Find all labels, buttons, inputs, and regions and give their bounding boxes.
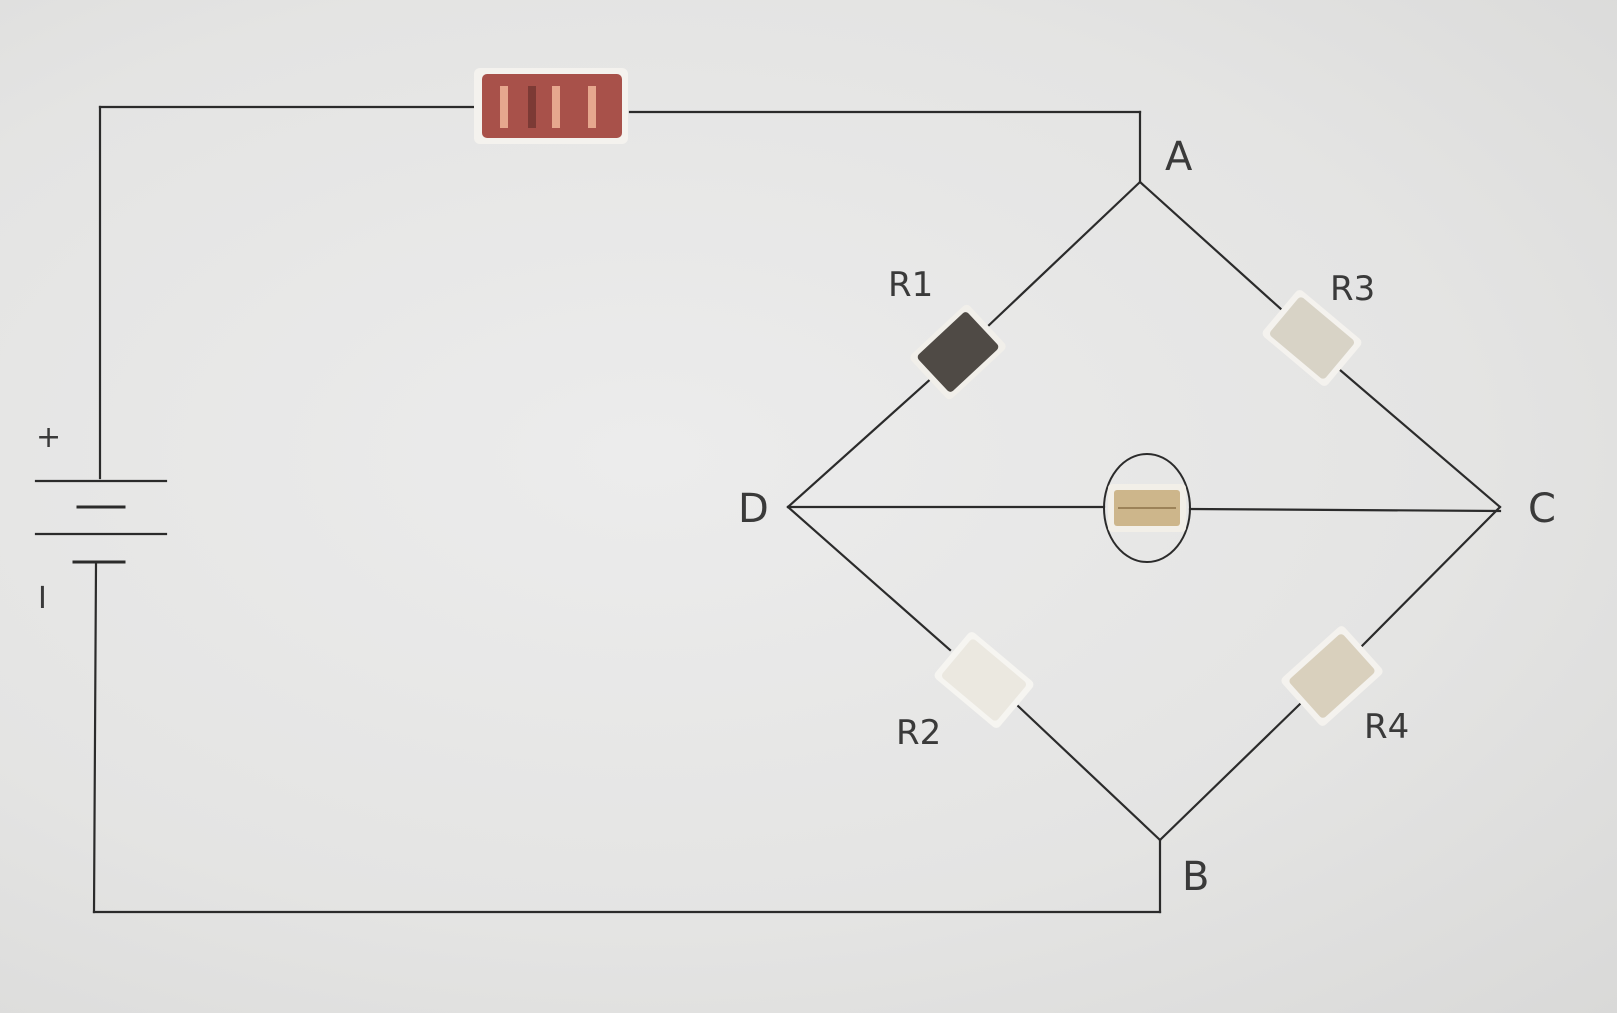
resistor-r3-label: R3 bbox=[1330, 269, 1375, 309]
wire-r3-to-c bbox=[1338, 368, 1502, 509]
wire-c-to-r4 bbox=[1360, 505, 1502, 648]
resistor-r4-body bbox=[1289, 634, 1375, 718]
outer-circuit-wires bbox=[92, 105, 1162, 914]
galvanometer bbox=[1103, 453, 1191, 563]
resistor-r2 bbox=[934, 632, 1034, 728]
wire-d-to-r2 bbox=[786, 505, 952, 652]
node-a-label: A bbox=[1165, 134, 1193, 180]
series-resistor-band-4 bbox=[588, 86, 596, 128]
wire-a-to-r1 bbox=[984, 180, 1142, 330]
resistor-r4 bbox=[1281, 626, 1383, 726]
series-resistor-band-2 bbox=[528, 86, 536, 128]
wire-r1-to-d bbox=[786, 374, 936, 509]
resistor-r3-body bbox=[1269, 297, 1355, 379]
bridge-wires bbox=[786, 180, 1502, 842]
wire-r2-to-b bbox=[1016, 704, 1162, 842]
wire-a-to-r3 bbox=[1138, 180, 1284, 312]
battery-negative-sign: I bbox=[38, 581, 47, 616]
wire-left-lower bbox=[92, 562, 98, 914]
node-b-label: B bbox=[1182, 854, 1209, 900]
wire-galvanometer-to-c bbox=[1188, 507, 1502, 513]
resistor-r1-body bbox=[917, 312, 999, 392]
node-d-label: D bbox=[738, 486, 769, 532]
battery-symbol: + I bbox=[34, 420, 168, 616]
resistor-r2-label: R2 bbox=[896, 713, 941, 753]
series-resistor-band-1 bbox=[500, 86, 508, 128]
resistor-r2-body bbox=[941, 639, 1027, 721]
series-resistor-band-3 bbox=[552, 86, 560, 128]
series-resistor bbox=[474, 68, 628, 144]
node-c-label: C bbox=[1528, 486, 1556, 532]
resistor-r4-label: R4 bbox=[1364, 707, 1409, 747]
wire-r4-to-b bbox=[1158, 702, 1302, 842]
galvanometer-circle bbox=[1103, 453, 1191, 563]
battery-positive-sign: + bbox=[36, 420, 61, 455]
resistor-r3 bbox=[1262, 290, 1362, 386]
resistor-r1-label: R1 bbox=[888, 265, 933, 305]
resistor-r1 bbox=[910, 304, 1006, 400]
